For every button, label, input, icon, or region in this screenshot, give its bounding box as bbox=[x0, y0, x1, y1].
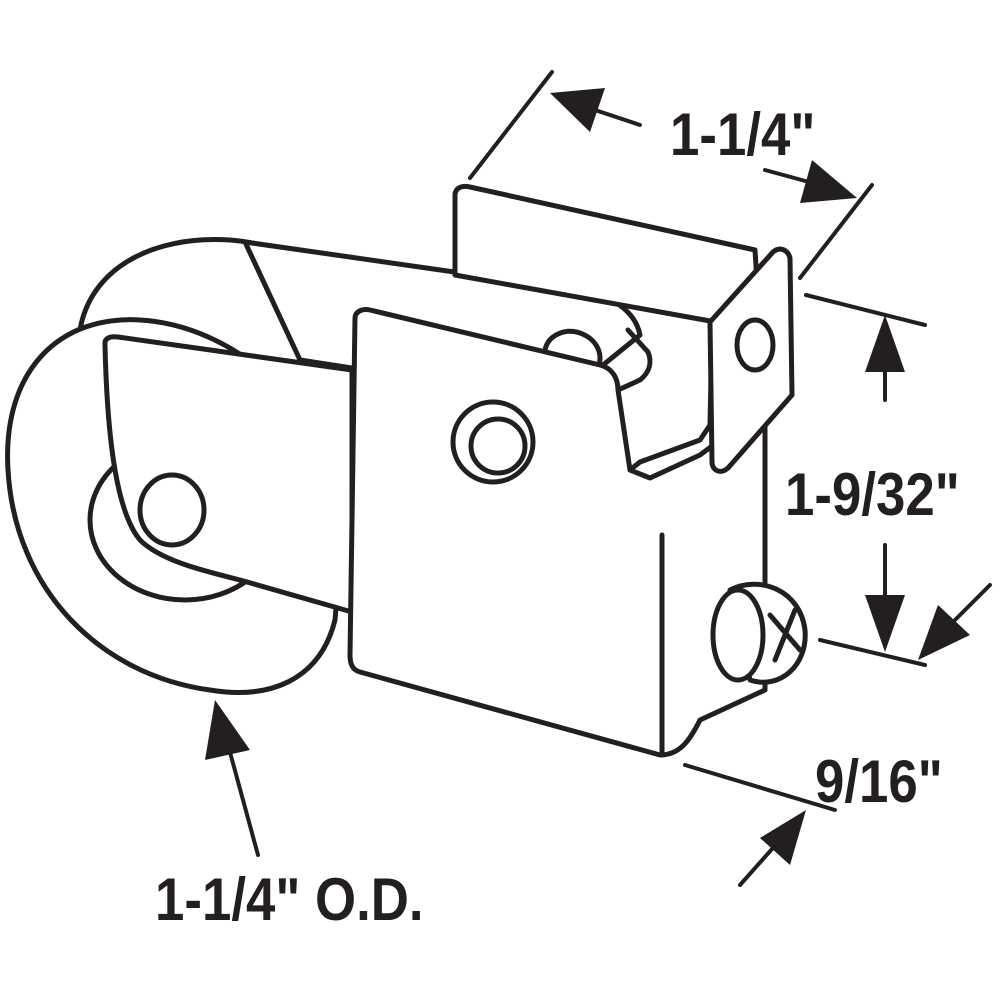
flange-hole bbox=[734, 317, 776, 373]
arrowhead bbox=[550, 88, 605, 132]
dim-arrow-depth-top-shaft bbox=[953, 583, 992, 622]
axle-hole bbox=[137, 472, 207, 548]
arrowhead bbox=[918, 605, 970, 660]
dim-line-top-left bbox=[468, 70, 554, 180]
bracket-channel bbox=[615, 327, 653, 393]
dim-line-height-top bbox=[804, 293, 927, 327]
bracket-hole-inner bbox=[468, 416, 528, 476]
arrowhead bbox=[865, 595, 905, 652]
screw-cross-icon bbox=[767, 607, 803, 663]
label-wheel-diameter: 1-1/4" O.D. bbox=[155, 866, 424, 933]
arrowhead bbox=[800, 160, 857, 203]
bracket-fold bbox=[627, 327, 715, 473]
arrowhead bbox=[205, 700, 250, 760]
label-height: 1-9/32" bbox=[785, 461, 960, 528]
bracket-front bbox=[347, 307, 768, 758]
label-width: 1-1/4" bbox=[670, 101, 816, 168]
dim-line-depth-bottom bbox=[683, 763, 837, 812]
dim-arrow-od-shaft bbox=[226, 743, 260, 857]
arrowhead bbox=[760, 810, 806, 865]
dim-line-height-bottom bbox=[818, 638, 927, 667]
arrowhead bbox=[865, 315, 905, 372]
label-depth: 9/16" bbox=[815, 748, 943, 815]
dim-line-top-right bbox=[798, 183, 874, 280]
screw-head bbox=[710, 587, 766, 683]
